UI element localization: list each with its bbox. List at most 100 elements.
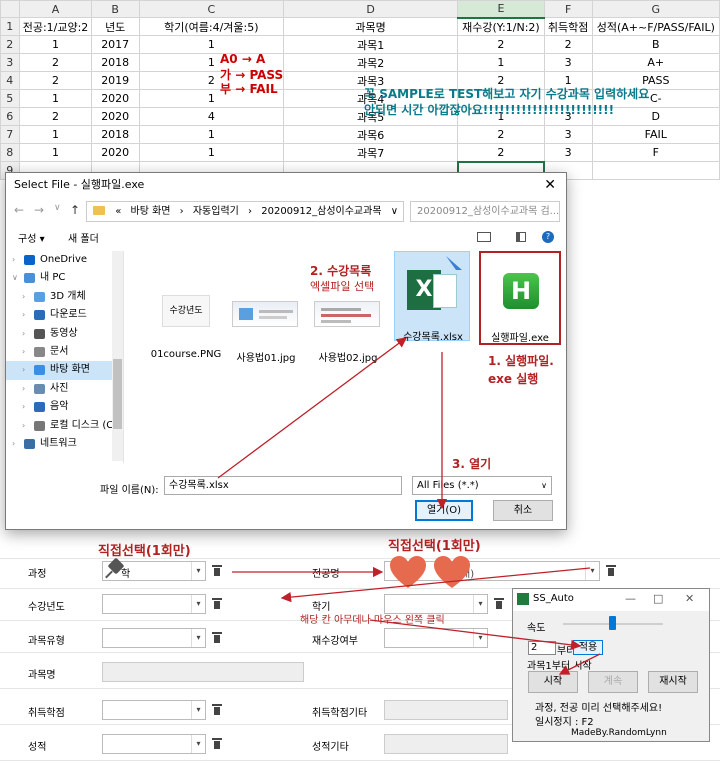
path-segment-folder[interactable]: 20200912_삼성이수교과목	[261, 206, 382, 217]
tree-item[interactable]: ›바탕 화면	[6, 361, 123, 380]
column-header-f[interactable]: F	[543, 0, 593, 18]
sheet-cell[interactable]: 전공:1/교양:2	[19, 17, 92, 36]
row-header[interactable]: 7	[0, 125, 21, 144]
sheet-cell[interactable]: 2	[19, 107, 92, 126]
sheet-cell[interactable]: 과목6	[282, 125, 459, 144]
open-button[interactable]: 열기(O)	[415, 500, 473, 521]
trash-icon[interactable]	[606, 565, 616, 577]
year-select[interactable]: ▾	[102, 594, 206, 614]
trash-icon[interactable]	[212, 738, 222, 750]
column-header-d[interactable]: D	[282, 0, 459, 18]
sheet-cell[interactable]: 과목2	[282, 53, 459, 72]
up-folder-icon[interactable]: ↑	[70, 203, 81, 217]
trash-icon[interactable]	[212, 632, 222, 644]
sheet-cell[interactable]: 학기(여름:4/겨울:5)	[138, 17, 284, 36]
sheet-cell[interactable]: 2	[457, 125, 545, 144]
sheet-cell[interactable]: 과목3	[282, 71, 459, 90]
sheet-cell[interactable]: 2	[19, 53, 92, 72]
sheet-cell[interactable]: 2	[457, 35, 545, 54]
sheet-cell[interactable]: 2020	[90, 143, 140, 162]
sheet-cell[interactable]: 3	[543, 143, 593, 162]
column-header-c[interactable]: C	[138, 0, 284, 18]
retake-select[interactable]: ▾	[384, 628, 488, 648]
sheet-cell[interactable]: 2	[457, 143, 545, 162]
sheet-cell[interactable]: 2	[543, 35, 593, 54]
chevron-right-icon[interactable]: ›	[12, 438, 16, 448]
minimize-button[interactable]: —	[625, 592, 636, 605]
credit-other-input[interactable]	[384, 700, 508, 720]
trash-icon[interactable]	[212, 598, 222, 610]
organize-button[interactable]: 구성 ▾	[18, 234, 45, 245]
sheet-cell[interactable]: 3	[543, 125, 593, 144]
file-01course-png[interactable]: 수강년도 01course.PNG	[148, 273, 224, 363]
start-button[interactable]: 시작	[528, 671, 578, 693]
row-header[interactable]: 5	[0, 89, 21, 108]
row-header[interactable]: 6	[0, 107, 21, 126]
row-header[interactable]: 8	[0, 143, 21, 162]
cancel-button[interactable]: 취소	[493, 500, 553, 521]
dialog-close-button[interactable]: ✕	[544, 177, 556, 193]
sheet-cell[interactable]: 취득학점	[543, 17, 593, 36]
tree-item[interactable]: ›동영상	[6, 325, 123, 343]
preview-pane-icon[interactable]	[516, 232, 526, 242]
sheet-cell[interactable]: 1	[19, 89, 92, 108]
tree-item[interactable]: ›3D 개체	[6, 288, 123, 306]
chevron-right-icon[interactable]: ›	[22, 310, 26, 320]
sheet-cell[interactable]: 과목7	[282, 143, 459, 162]
start-index-input[interactable]: 2	[528, 641, 556, 655]
tree-item[interactable]: ›문서	[6, 343, 123, 361]
subject-input[interactable]	[102, 662, 304, 682]
sheet-cell[interactable]: A+	[591, 53, 720, 72]
chevron-right-icon[interactable]: ›	[12, 255, 16, 264]
chevron-down-icon[interactable]: ∨	[12, 273, 18, 283]
file-usage01-jpg[interactable]: 사용법01.jpg	[228, 273, 304, 364]
sheet-cell[interactable]: 2020	[90, 107, 140, 126]
trash-icon[interactable]	[494, 598, 504, 610]
sheet-cell[interactable]: 4	[138, 107, 284, 126]
sheet-cell[interactable]: 1	[19, 125, 92, 144]
tree-item[interactable]: ∨내 PC	[6, 269, 123, 287]
tree-item[interactable]: ›다운로드	[6, 306, 123, 324]
chevron-right-icon[interactable]: ›	[22, 420, 26, 430]
chevron-right-icon[interactable]: ›	[22, 383, 26, 393]
path-segment-autoinput[interactable]: 자동입력기	[192, 206, 239, 217]
forward-icon[interactable]: →	[34, 203, 45, 217]
sheet-cell[interactable]: 2018	[90, 53, 140, 72]
file-executable-exe[interactable]: H 실행파일.exe	[479, 251, 561, 345]
sheet-cell[interactable]: 1	[138, 35, 284, 54]
chevron-right-icon[interactable]: ›	[22, 365, 26, 375]
row-header[interactable]: 1	[0, 17, 21, 36]
sheet-cell[interactable]: 재수강(Y:1/N:2)	[457, 17, 545, 36]
chevron-right-icon[interactable]: ›	[22, 402, 26, 412]
grade-select[interactable]: ▾	[102, 734, 206, 754]
help-icon[interactable]: ?	[542, 231, 554, 243]
row-header[interactable]: 3	[0, 53, 21, 72]
row-header[interactable]: 2	[0, 35, 21, 54]
trash-icon[interactable]	[212, 565, 222, 577]
filetype-select[interactable]: All Files (*.*) ∨	[412, 476, 552, 495]
file-course-list-xlsx[interactable]: X 수강목록.xlsx	[394, 251, 470, 343]
sheet-cell[interactable]: 3	[543, 53, 593, 72]
sheet-cell[interactable]: 1	[138, 125, 284, 144]
sheet-cell[interactable]: 2020	[90, 89, 140, 108]
tree-item[interactable]: ›사진	[6, 380, 123, 398]
tree-scrollbar[interactable]	[112, 251, 123, 461]
close-button[interactable]: ✕	[685, 592, 695, 605]
sheet-cell[interactable]	[591, 161, 720, 180]
row-header[interactable]: 4	[0, 71, 21, 90]
tree-item[interactable]: ›네트워크	[6, 435, 123, 453]
sheet-cell[interactable]: 1	[19, 143, 92, 162]
grade-other-input[interactable]	[384, 734, 508, 754]
type-select[interactable]: ▾	[102, 628, 206, 648]
tree-item[interactable]: ›음악	[6, 398, 123, 416]
sheet-cell[interactable]: 과목명	[282, 17, 459, 36]
sheet-cell[interactable]: 과목1	[282, 35, 459, 54]
sheet-cell[interactable]: 년도	[90, 17, 140, 36]
restart-button[interactable]: 재시작	[648, 671, 698, 693]
view-options-icon[interactable]	[477, 232, 491, 242]
speed-slider-thumb[interactable]	[609, 616, 616, 630]
sheet-cell[interactable]: 2019	[90, 71, 140, 90]
path-segment-desktop[interactable]: 바탕 화면	[130, 206, 171, 217]
sheet-cell[interactable]: 2017	[90, 35, 140, 54]
sheet-cell[interactable]: 2018	[90, 125, 140, 144]
